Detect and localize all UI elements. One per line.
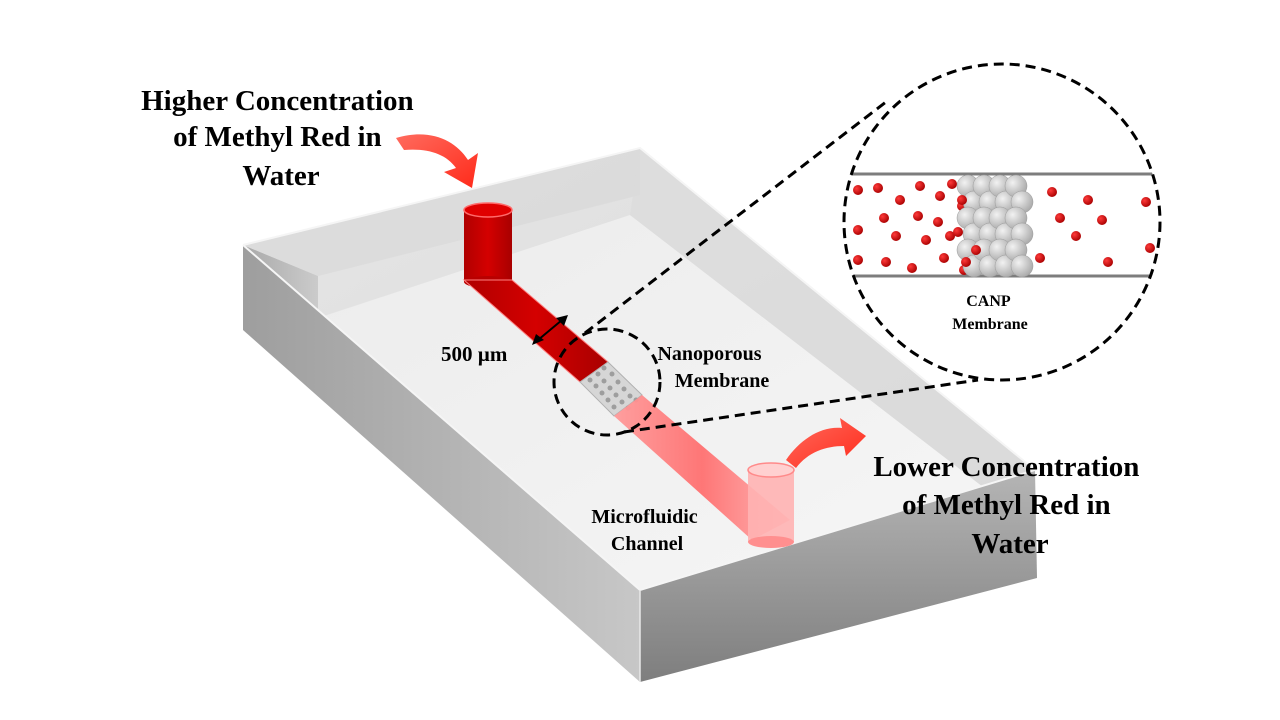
membrane-zoom-circle bbox=[552, 327, 662, 437]
inlet-reservoir bbox=[463, 202, 513, 288]
outlet-label: Lower Concentration of Methyl Red in Wat… bbox=[873, 451, 1146, 560]
nanoparticle bbox=[1010, 254, 1034, 278]
methyl-red-dot bbox=[913, 211, 923, 221]
channel-low-concentration bbox=[614, 395, 790, 540]
outlet-label-line-2: of Methyl Red in bbox=[902, 489, 1111, 521]
methyl-red-dot bbox=[915, 181, 925, 191]
membrane-label: Nanoporous Membrane bbox=[657, 343, 769, 392]
outlet-label-line-3: Water bbox=[971, 528, 1048, 560]
methyl-red-dot bbox=[933, 217, 943, 227]
methyl-red-dot bbox=[947, 179, 957, 189]
zoom-line-bottom bbox=[623, 378, 979, 434]
width-label: 500 µm bbox=[441, 342, 508, 366]
methyl-red-dot bbox=[939, 253, 949, 263]
methyl-red-dot bbox=[1103, 257, 1113, 267]
chip-right-inner-wall bbox=[630, 148, 1035, 500]
methyl-red-dot bbox=[953, 227, 963, 237]
zoom-detail bbox=[842, 62, 1162, 382]
methyl-red-dot bbox=[853, 255, 863, 265]
methyl-red-dot bbox=[1083, 195, 1093, 205]
channel-label-line-1: Microfluidic bbox=[591, 506, 697, 528]
canp-nanoparticles bbox=[953, 174, 1034, 278]
methyl-red-dot bbox=[945, 231, 955, 241]
zoom-label-line-2: Membrane bbox=[952, 316, 1028, 333]
methyl-red-dot bbox=[853, 225, 863, 235]
methyl-red-dot bbox=[957, 195, 967, 205]
methyl-red-dot bbox=[873, 183, 883, 193]
inlet-label-line-3: Water bbox=[242, 160, 319, 192]
methyl-red-dot bbox=[1145, 243, 1155, 253]
channel bbox=[462, 202, 795, 548]
membrane-label-line-2: Membrane bbox=[675, 370, 770, 392]
chip-left-side bbox=[243, 245, 640, 682]
membrane-label-line-1: Nanoporous bbox=[657, 343, 761, 365]
methyl-red-dot bbox=[921, 235, 931, 245]
inlet-label-line-2: of Methyl Red in bbox=[173, 121, 382, 153]
methyl-red-dot bbox=[891, 231, 901, 241]
outlet-label-line-1: Lower Concentration bbox=[873, 451, 1139, 483]
methyl-red-dot bbox=[881, 257, 891, 267]
methyl-red-dot bbox=[1097, 215, 1107, 225]
methyl-red-molecules bbox=[853, 179, 1155, 275]
methyl-red-dot bbox=[971, 245, 981, 255]
zoom-detail-circle bbox=[842, 62, 1162, 382]
methyl-red-dot bbox=[1055, 213, 1065, 223]
inlet-label: Higher Concentration of Methyl Red in Wa… bbox=[141, 85, 421, 192]
channel-label: Microfluidic Channel bbox=[591, 506, 702, 555]
methyl-red-dot bbox=[895, 195, 905, 205]
chip-back-wall bbox=[243, 148, 640, 276]
channel-label-line-2: Channel bbox=[611, 533, 684, 555]
zoom-indicator bbox=[552, 100, 979, 437]
methyl-red-dot bbox=[1035, 253, 1045, 263]
methyl-red-dot bbox=[853, 185, 863, 195]
methyl-red-dot bbox=[879, 213, 889, 223]
curved-arrow-icon bbox=[396, 134, 478, 188]
chip-front-side bbox=[640, 470, 1037, 682]
methyl-red-dot bbox=[1047, 187, 1057, 197]
inlet-label-line-1: Higher Concentration bbox=[141, 85, 414, 117]
methyl-red-dot bbox=[1071, 231, 1081, 241]
methyl-red-dot bbox=[935, 191, 945, 201]
outlet-reservoir bbox=[747, 462, 795, 548]
zoom-label-line-1: CANP bbox=[966, 293, 1011, 310]
curved-arrow-icon bbox=[786, 418, 866, 468]
methyl-red-dot bbox=[1141, 197, 1151, 207]
methyl-red-dot bbox=[907, 263, 917, 273]
double-headed-arrow-icon bbox=[532, 315, 568, 345]
methyl-red-dot bbox=[961, 257, 971, 267]
zoom-label: CANP Membrane bbox=[952, 293, 1028, 333]
